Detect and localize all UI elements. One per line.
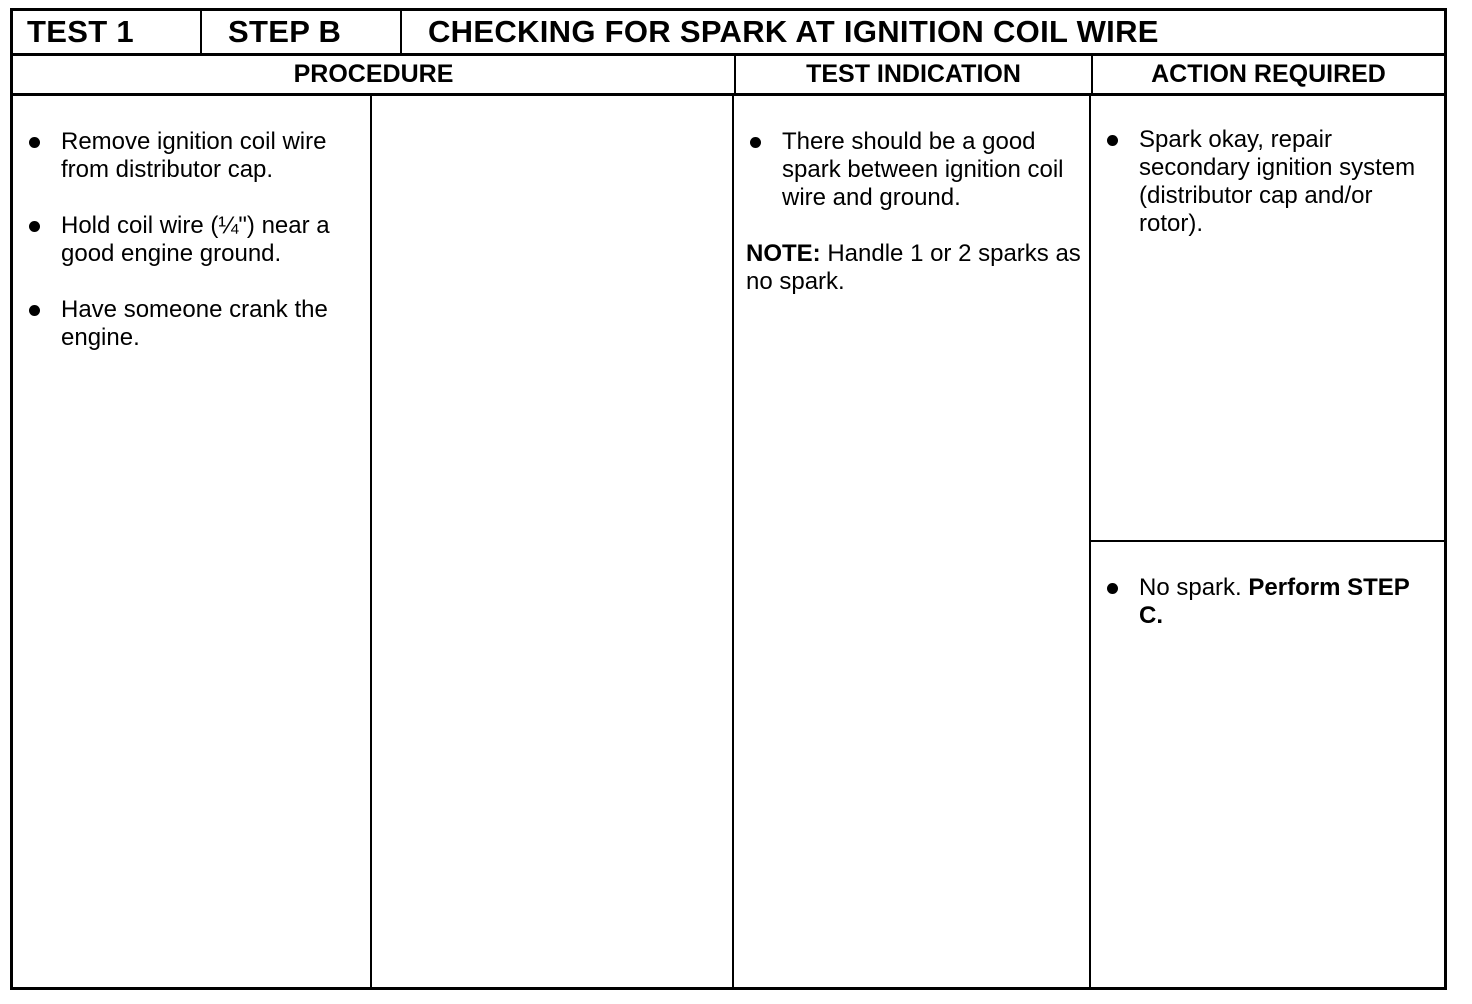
bullet-icon [750,137,761,148]
action-row-divider [1089,540,1444,542]
column-header-row: PROCEDURE TEST INDICATION ACTION REQUIRE… [13,56,1444,96]
test-indication-divider [732,96,734,987]
procedure-divider [370,96,372,987]
procedure-item: Remove ignition coil wire from distribut… [25,128,360,184]
procedure-item: Have someone crank the engine. [25,296,360,352]
procedure-header: PROCEDURE [293,60,454,88]
no-spark-text: No spark. [1139,574,1242,601]
test-number: TEST 1 [27,14,134,49]
procedure-text: Hold coil wire (¼") near a good engine g… [61,212,330,267]
chart-title: CHECKING FOR SPARK AT IGNITION COIL WIRE [400,11,1444,53]
action-no-spark-content: No spark. Perform STEP C. [1103,574,1433,658]
action-ok-text: Spark okay, repair secondary ignition sy… [1139,126,1416,237]
procedure-item: Hold coil wire (¼") near a good engine g… [25,212,360,268]
title-row: TEST 1 STEP B CHECKING FOR SPARK AT IGNI… [13,11,1444,56]
bullet-icon [1107,135,1118,146]
perform-step-c: Perform STEP C. [1139,574,1410,629]
bullet-icon [29,305,40,316]
bullet-icon [1107,583,1118,594]
procedure-text: Have someone crank the engine. [61,296,328,351]
action-item: No spark. Perform STEP C. [1103,574,1433,630]
action-item: Spark okay, repair secondary ignition sy… [1103,126,1433,238]
note: NOTE: Handle 1 or 2 sparks as no spark. [746,240,1082,296]
test-indication-header: TEST INDICATION [734,56,1091,93]
procedure-text: Remove ignition coil wire from distribut… [61,128,327,183]
action-ok-content: Spark okay, repair secondary ignition sy… [1103,126,1433,266]
bullet-icon [29,221,40,232]
procedure-list: Remove ignition coil wire from distribut… [25,128,360,380]
indication-item: There should be a good spark between ign… [746,128,1082,212]
test-indication-content: There should be a good spark between ign… [746,128,1082,296]
step-label: STEP B [200,11,400,53]
note-label: NOTE: [746,240,821,267]
indication-text: There should be a good spark between ign… [782,128,1064,211]
diagnostic-chart: TEST 1 STEP B CHECKING FOR SPARK AT IGNI… [10,8,1447,990]
note-text: Handle 1 or 2 sparks as no spark. [746,240,1081,295]
action-required-header: ACTION REQUIRED [1091,56,1444,93]
bullet-icon [29,137,40,148]
